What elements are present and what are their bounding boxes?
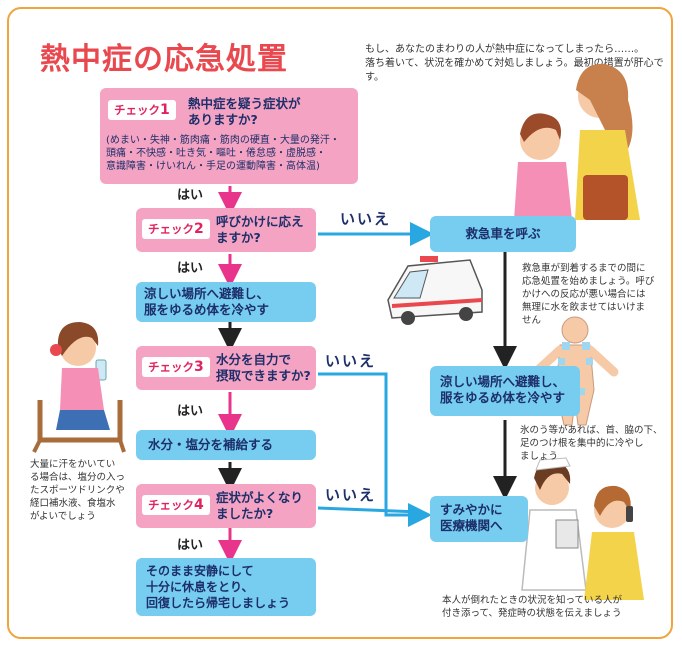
yes-label-4: はい [177, 538, 204, 553]
note-sweat: 大量に汗をかいてい る場合は、塩分の入っ たスポーツドリンクや 経口補水液、食塩… [30, 459, 126, 522]
check-3-tag: チェック3 [142, 357, 210, 377]
action-cool-left: 涼しい場所へ避難し、 服をゆるめ体を冷やす [136, 282, 316, 322]
yes-label-2: はい [177, 261, 204, 276]
intro-text: もし、あなたのまわりの人が熱中症になってしまったら……。 落ち着いて、状況を確か… [365, 44, 664, 83]
check-4-question: 症状がよくなり ましたか? [216, 490, 303, 521]
action-ambulance: 救急車を呼ぶ [430, 216, 576, 252]
check-2-tag: チェック2 [142, 219, 210, 239]
nurse-phone-icon [521, 457, 644, 600]
no-label-3: いいえ [325, 352, 377, 370]
yes-label-1: はい [177, 188, 204, 203]
ambulance-icon [387, 256, 483, 325]
check-1-symptoms: (めまい・失神・筋肉痛・筋肉の硬直・大量の発汗・ 頭痛・不快感・吐き気・嘔吐・倦… [106, 135, 340, 172]
page-title: 熱中症の応急処置 [40, 42, 288, 77]
arrow-no-3 [318, 372, 432, 527]
check-2-question: 呼びかけに応え ますか? [216, 214, 304, 245]
note-ice: 氷のう等があれば、首、脇の下、 足のつけ根を集中的に冷やし ましょう [520, 425, 663, 462]
check-1-question: 熱中症を疑う症状が ありますか? [188, 96, 301, 127]
no-label-4: いいえ [325, 486, 377, 504]
action-hospital: すみやかに 医療機関へ [430, 496, 528, 542]
note-ambulance: 救急車が到着するまでの間に 応急処置を始めましょう。呼び かけへの反応が悪い場合… [522, 263, 655, 326]
helper-illustration-icon [514, 63, 640, 240]
check-2-box: チェック2 呼びかけに応え ますか? [136, 208, 316, 252]
arrow-no-4 [317, 506, 421, 514]
check-3-box: チェック3 水分を自力で 摂取できますか? [136, 346, 316, 390]
page-frame [7, 7, 673, 639]
action-hydrate: 水分・塩分を補給する [136, 430, 316, 460]
check-4-box: チェック4 症状がよくなり ましたか? [136, 484, 316, 528]
check-4-tag: チェック4 [142, 495, 210, 515]
action-rest: そのまま安静にして 十分に休息をとり、 回復したら帰宅しましょう [136, 558, 316, 616]
yes-label-3: はい [177, 404, 204, 419]
check-1-tag: チェック1 [108, 100, 176, 120]
note-witness: 本人が倒れたときの状況を知っている人が 付き添って、発症時の状態を伝えましょう [442, 595, 623, 619]
action-cool-right: 涼しい場所へ避難し、 服をゆるめ体を冷やす [430, 366, 580, 416]
check-3-question: 水分を自力で 摂取できますか? [216, 352, 311, 383]
no-label-2: いいえ [340, 210, 392, 228]
drinking-girl-icon [32, 322, 126, 453]
check-1-box: チェック1 熱中症を疑う症状が ありますか? (めまい・失神・筋肉痛・筋肉の硬直… [100, 88, 358, 184]
